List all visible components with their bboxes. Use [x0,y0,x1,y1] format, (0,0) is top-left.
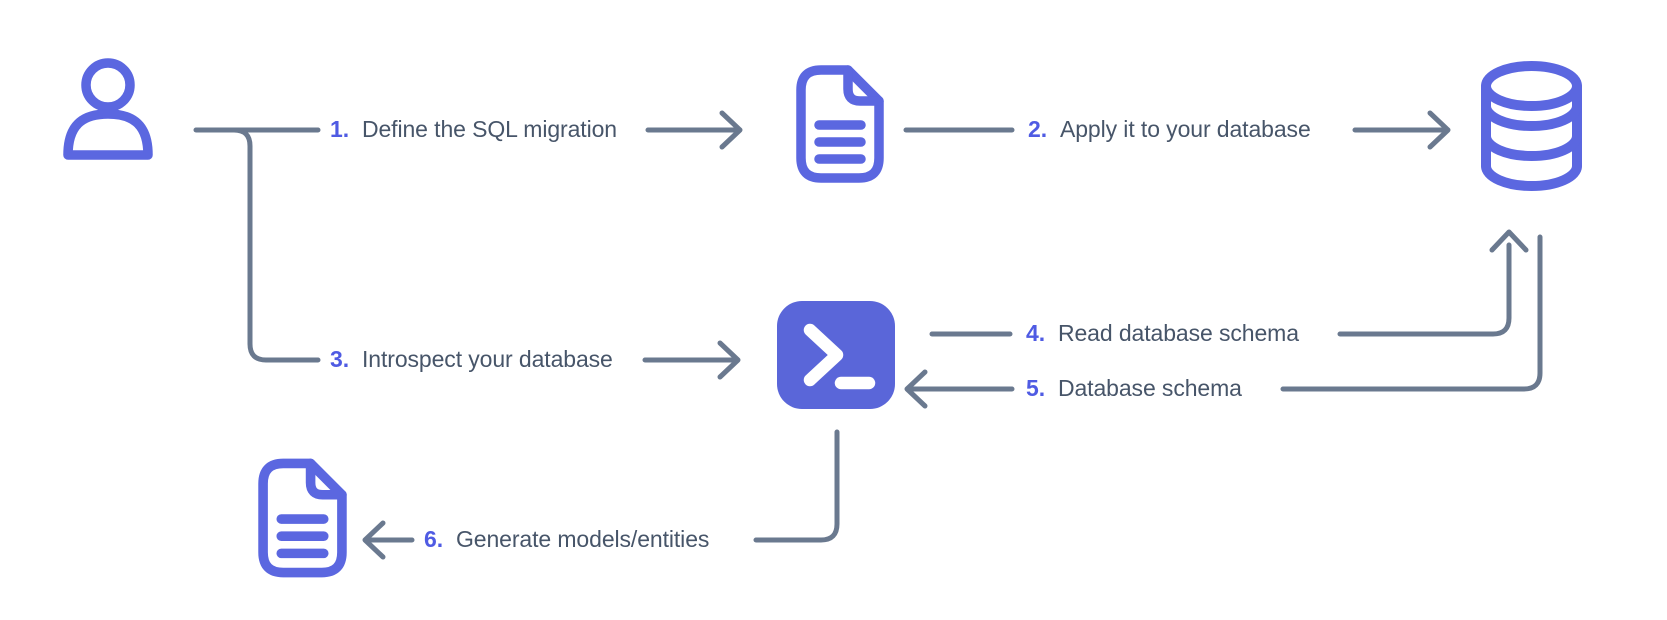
step-5-number: 5. [1026,374,1045,401]
arrow-into-database [1352,110,1451,150]
file-text-icon [258,458,347,578]
flow-terminal-down-elbow [753,429,840,543]
step-6-number: 6. [424,525,443,552]
step-6-label: 6. Generate models/entities [424,526,709,553]
arrow-into-migration-file [645,110,743,150]
step-2-text: Apply it to your database [1059,115,1311,142]
step-4-number: 4. [1026,319,1045,346]
step-1-label: 1. Define the SQL migration [330,116,617,143]
step-2-label: 2. Apply it to your database [1028,116,1311,143]
step-2-number: 2. [1028,115,1047,142]
flow-label4-up-arrow [1337,229,1529,337]
step-5-text: Database schema [1057,374,1242,401]
database-icon [1481,61,1582,191]
step-1-number: 1. [330,115,349,142]
step-6-text: Generate models/entities [455,525,710,552]
step-3-label: 3. Introspect your database [330,346,613,373]
arrow-into-models-file [362,520,415,560]
file-text-icon [796,65,884,183]
step-5-label: 5. Database schema [1026,375,1242,402]
terminal-icon [777,301,895,409]
step-3-number: 3. [330,345,349,372]
step-4-text: Read database schema [1057,319,1299,346]
arrow-into-terminal [642,340,741,380]
flow-branch-elbow [231,127,321,363]
flow-database-down-to-label5 [1280,234,1543,392]
arrow-label5-into-terminal [904,369,1015,409]
user-icon [63,58,153,160]
step-1-text: Define the SQL migration [361,115,617,142]
step-3-text: Introspect your database [361,345,613,372]
step-4-label: 4. Read database schema [1026,320,1299,347]
